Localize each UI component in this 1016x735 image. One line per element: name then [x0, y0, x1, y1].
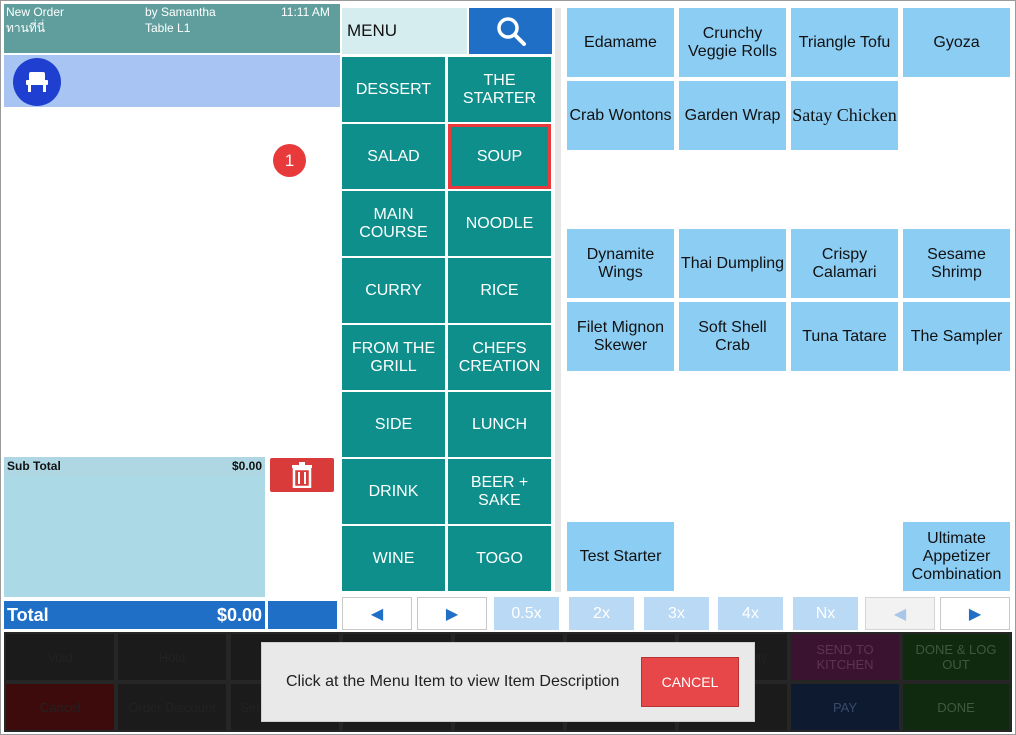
action-send-to-kitchen-button[interactable]: SEND TO KITCHEN — [791, 634, 899, 680]
category-side-button[interactable]: SIDE — [342, 392, 445, 457]
total-label: Total — [7, 605, 49, 625]
category-dessert-button[interactable]: DESSERT — [342, 57, 445, 122]
total-value: $0.00 — [216, 605, 262, 625]
next-arrow-icon: ▶ — [445, 605, 459, 623]
menu-item-satay-chicken[interactable]: Satay Chicken — [791, 81, 898, 150]
category-prev-button[interactable]: ◀ — [342, 597, 412, 630]
order-time: 11:11 AM — [281, 5, 330, 19]
multiplier-nx-button[interactable]: Nx — [793, 597, 858, 630]
category-rice-button[interactable]: RICE — [448, 258, 551, 323]
order-summary-area — [4, 476, 265, 597]
menu-item-crab-wontons[interactable]: Crab Wontons — [567, 81, 674, 150]
category-curry-button[interactable]: CURRY — [342, 258, 445, 323]
subtotal-label: Sub Total — [7, 459, 61, 473]
multiplier-4x-button[interactable]: 4x — [718, 597, 783, 630]
category-noodle-button[interactable]: NOODLE — [448, 191, 551, 256]
category-salad-button[interactable]: SALAD — [342, 124, 445, 189]
menu-item-crunchy-veggie-rolls[interactable]: Crunchy Veggie Rolls — [679, 8, 786, 77]
subtotal-value: $0.00 — [231, 459, 262, 473]
menu-item-triangle-tofu[interactable]: Triangle Tofu — [791, 8, 898, 77]
cancel-button[interactable]: CANCEL — [641, 657, 739, 707]
menu-item-test-starter[interactable]: Test Starter — [567, 522, 674, 591]
menu-item-dynamite-wings[interactable]: Dynamite Wings — [567, 229, 674, 298]
total-side-panel — [268, 601, 337, 629]
multiplier-3x-button[interactable]: 3x — [644, 597, 709, 630]
multiplier-2x-button[interactable]: 2x — [569, 597, 634, 630]
category-next-button[interactable]: ▶ — [417, 597, 487, 630]
category-wine-button[interactable]: WINE — [342, 526, 445, 591]
table-name: Table L1 — [145, 21, 191, 35]
category-the-starter-button[interactable]: THE STARTER — [448, 57, 551, 122]
menu-item-crispy-calamari[interactable]: Crispy Calamari — [791, 229, 898, 298]
chair-icon — [26, 72, 48, 92]
menu-item-thai-dumpling[interactable]: Thai Dumpling — [679, 229, 786, 298]
search-button[interactable] — [469, 8, 552, 54]
menu-item-sesame-shrimp[interactable]: Sesame Shrimp — [903, 229, 1010, 298]
category-soup-button[interactable]: SOUP — [448, 124, 551, 189]
category-main-course-button[interactable]: MAIN COURSE — [342, 191, 445, 256]
menu-item-filet-mignon-skewer[interactable]: Filet Mignon Skewer — [567, 302, 674, 371]
total-bar: Total $0.00 — [4, 601, 265, 629]
order-type: ทานที่นี่ — [6, 21, 45, 35]
panel-divider — [555, 8, 561, 592]
category-togo-button[interactable]: TOGO — [448, 526, 551, 591]
action-cancel-button[interactable]: Cancel — [6, 684, 114, 730]
subtotal-bar: Sub Total $0.00 — [4, 457, 265, 476]
action-done-button[interactable]: DONE — [903, 684, 1009, 730]
item-next-button[interactable]: ▶ — [940, 597, 1010, 630]
action-pay-button[interactable]: PAY — [791, 684, 899, 730]
category-chefs-creation-button[interactable]: CHEFS CREATION — [448, 325, 551, 390]
trash-icon — [292, 462, 312, 488]
search-icon — [496, 17, 526, 46]
menu-item-ultimate-appetizer-combination[interactable]: Ultimate Appetizer Combination — [903, 522, 1010, 591]
prev-arrow-icon: ◀ — [893, 605, 907, 623]
order-header: New Order by Samantha 11:11 AM ทานที่นี่… — [4, 4, 340, 53]
multiplier-0.5x-button[interactable]: 0.5x — [494, 597, 559, 630]
item-prev-button[interactable]: ◀ — [865, 597, 935, 630]
prev-arrow-icon: ◀ — [370, 605, 384, 623]
menu-item-tuna-tatare[interactable]: Tuna Tatare — [791, 302, 898, 371]
menu-item-garden-wrap[interactable]: Garden Wrap — [679, 81, 786, 150]
next-arrow-icon: ▶ — [968, 605, 982, 623]
menu-item-the-sampler[interactable]: The Sampler — [903, 302, 1010, 371]
category-from-the-grill-button[interactable]: FROM THE GRILL — [342, 325, 445, 390]
menu-item-gyoza[interactable]: Gyoza — [903, 8, 1010, 77]
tutorial-step-badge: 1 — [273, 144, 306, 177]
menu-label: MENU — [342, 8, 467, 54]
category-lunch-button[interactable]: LUNCH — [448, 392, 551, 457]
action-done-log-out-button[interactable]: DONE & LOG OUT — [903, 634, 1009, 680]
action-hold-button[interactable]: Hold — [118, 634, 226, 680]
hint-message: Click at the Menu Item to view Item Desc… — [286, 673, 620, 690]
order-status: New Order — [6, 5, 65, 19]
server-name: by Samantha — [145, 5, 216, 19]
category-beer-sake-button[interactable]: BEER + SAKE — [448, 459, 551, 524]
action-void-button[interactable]: Void — [6, 634, 114, 680]
action-order-discount-button[interactable]: Order Discount — [118, 684, 226, 730]
category-drink-button[interactable]: DRINK — [342, 459, 445, 524]
delete-button[interactable] — [270, 458, 334, 492]
menu-item-soft-shell-crab[interactable]: Soft Shell Crab — [679, 302, 786, 371]
menu-item-edamame[interactable]: Edamame — [567, 8, 674, 77]
seat-button[interactable] — [13, 58, 61, 106]
